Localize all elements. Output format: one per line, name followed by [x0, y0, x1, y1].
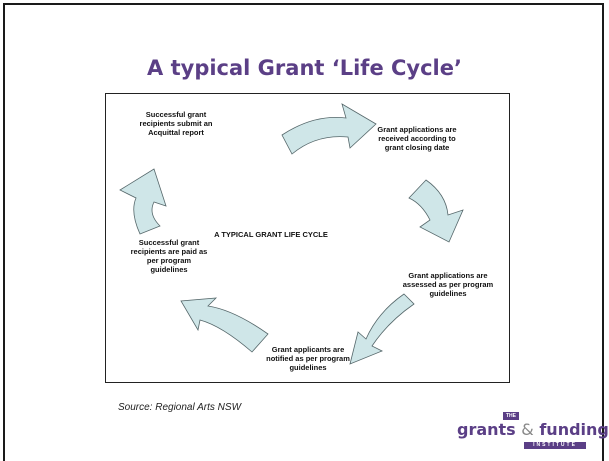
- grants-funding-institute-logo: THE grants & funding INSTITUTE: [444, 412, 609, 456]
- step-applications-received: Grant applications are received accordin…: [377, 125, 457, 152]
- cycle-arrow-1: [281, 103, 377, 155]
- logo-word-grants: grants: [457, 420, 516, 439]
- logo-ampersand: &: [521, 420, 534, 439]
- cycle-arrow-2: [408, 179, 464, 243]
- cycle-arrow-3: [349, 293, 415, 365]
- step-acquittal-report: Successful grant recipients submit an Ac…: [139, 110, 213, 137]
- logo-wordmark: grants & funding: [457, 420, 609, 439]
- diagram-center-label: A TYPICAL GRANT LIFE CYCLE: [214, 230, 328, 239]
- life-cycle-diagram: Successful grant recipients submit an Ac…: [105, 93, 510, 383]
- source-caption: Source: Regional Arts NSW: [118, 402, 242, 413]
- cycle-arrows: [119, 103, 464, 365]
- step-applicants-notified: Grant applicants are notified as per pro…: [266, 345, 350, 372]
- logo-the-badge: THE: [503, 412, 519, 420]
- cycle-arrow-4: [180, 297, 269, 353]
- slide-title: A typical Grant ‘Life Cycle’: [147, 56, 462, 80]
- step-applications-assessed: Grant applications are assessed as per p…: [402, 271, 494, 298]
- cycle-arrow-5: [119, 168, 167, 235]
- logo-word-funding: funding: [539, 420, 609, 439]
- logo-institute-bar: INSTITUTE: [524, 442, 586, 449]
- step-recipients-paid: Successful grant recipients are paid as …: [130, 238, 208, 274]
